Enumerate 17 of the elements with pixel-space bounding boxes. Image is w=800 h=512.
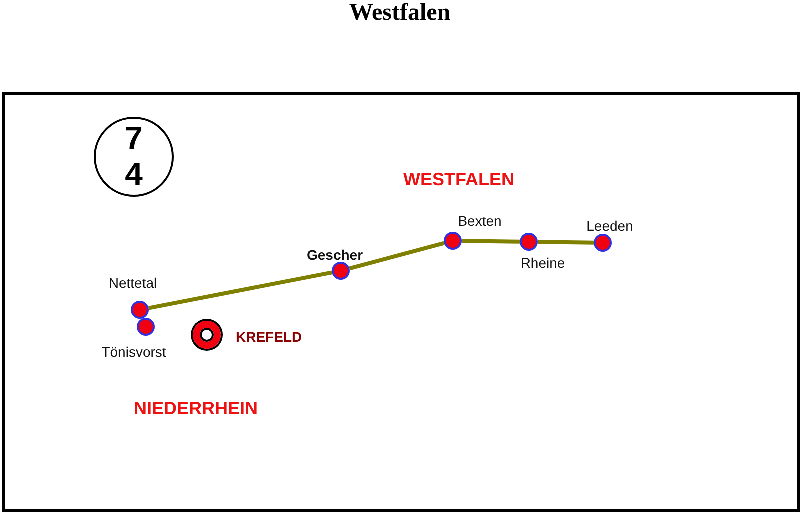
station-name: Leeden [586,218,634,234]
station-name: Rheine [520,255,566,271]
rail-line [462,239,520,244]
route-number: 4 [125,155,143,193]
rail-line [148,270,333,310]
route-number: 7 [125,119,143,157]
station-name: Nettetal [108,275,158,291]
route-number-circle [94,117,174,197]
station-name: Bexten [458,213,502,229]
station-name: Tönisvorst [102,344,166,360]
region-name: WESTFALEN [404,170,514,190]
region-name: NIEDERRHEIN [134,398,258,420]
rail-line [538,240,594,245]
rail-line [349,241,445,271]
city-name: KREFELD [236,328,302,346]
title: Westfalen [349,0,451,26]
station-name: Gescher [306,247,364,263]
